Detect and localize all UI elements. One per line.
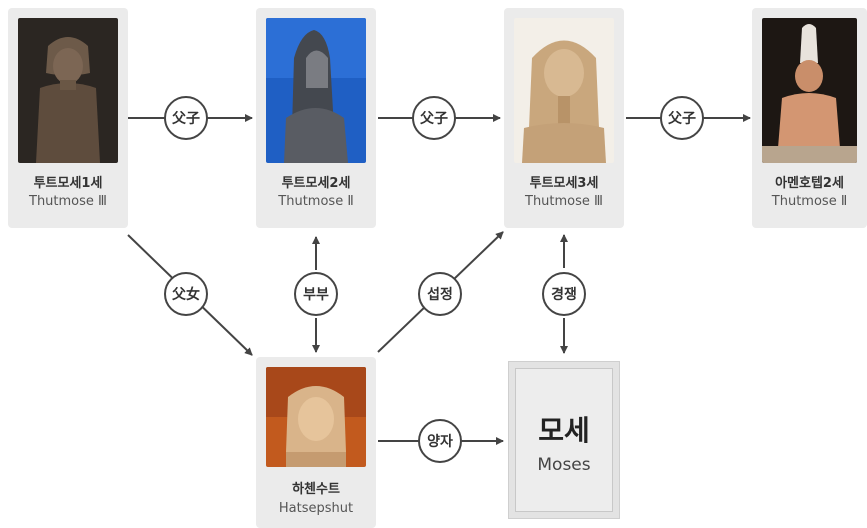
relation-t2-hat: 부부 xyxy=(294,272,338,316)
korean-name: 아멘호텝2세 xyxy=(775,176,844,191)
moses-english-name: Moses xyxy=(537,455,591,475)
korean-name: 투트모세2세 xyxy=(281,176,351,191)
korean-name: 투트모세3세 xyxy=(529,176,599,191)
statue-photo xyxy=(266,18,366,163)
card-thutmose1: 투트모세1세 Thutmose Ⅲ xyxy=(8,8,128,228)
card-amenhotep2: 아멘호텝2세 Thutmose Ⅱ xyxy=(752,8,867,228)
relation-hat-t3: 섭정 xyxy=(418,272,462,316)
relation-t1-hat: 父女 xyxy=(164,272,208,316)
card-moses: 모세 Moses xyxy=(508,361,620,519)
card-thutmose3: 투트모세3세 Thutmose Ⅲ xyxy=(504,8,624,228)
card-thutmose2: 투트모세2세 Thutmose Ⅱ xyxy=(256,8,376,228)
english-name: Thutmose Ⅲ xyxy=(525,194,603,209)
moses-inner-box: 모세 Moses xyxy=(515,368,613,512)
korean-name: 하첸수트 xyxy=(292,482,340,497)
english-name: Thutmose Ⅱ xyxy=(771,194,848,209)
statue-photo xyxy=(514,18,614,163)
english-name: Thutmose Ⅱ xyxy=(278,194,354,209)
statue-photo xyxy=(266,367,366,467)
relation-t2-t3: 父子 xyxy=(412,96,456,140)
moses-korean-name: 모세 xyxy=(538,414,590,447)
relation-hat-moses: 양자 xyxy=(418,419,462,463)
english-name: Thutmose Ⅲ xyxy=(29,194,107,209)
korean-name: 투트모세1세 xyxy=(33,176,103,191)
relation-t3-moses: 경쟁 xyxy=(542,272,586,316)
relation-t1-t2: 父子 xyxy=(164,96,208,140)
statue-photo xyxy=(18,18,118,163)
relation-t3-a2: 父子 xyxy=(660,96,704,140)
statue-photo xyxy=(762,18,857,163)
english-name: Hatsepshut xyxy=(278,501,354,516)
card-hatshepsut: 하첸수트 Hatsepshut xyxy=(256,357,376,528)
